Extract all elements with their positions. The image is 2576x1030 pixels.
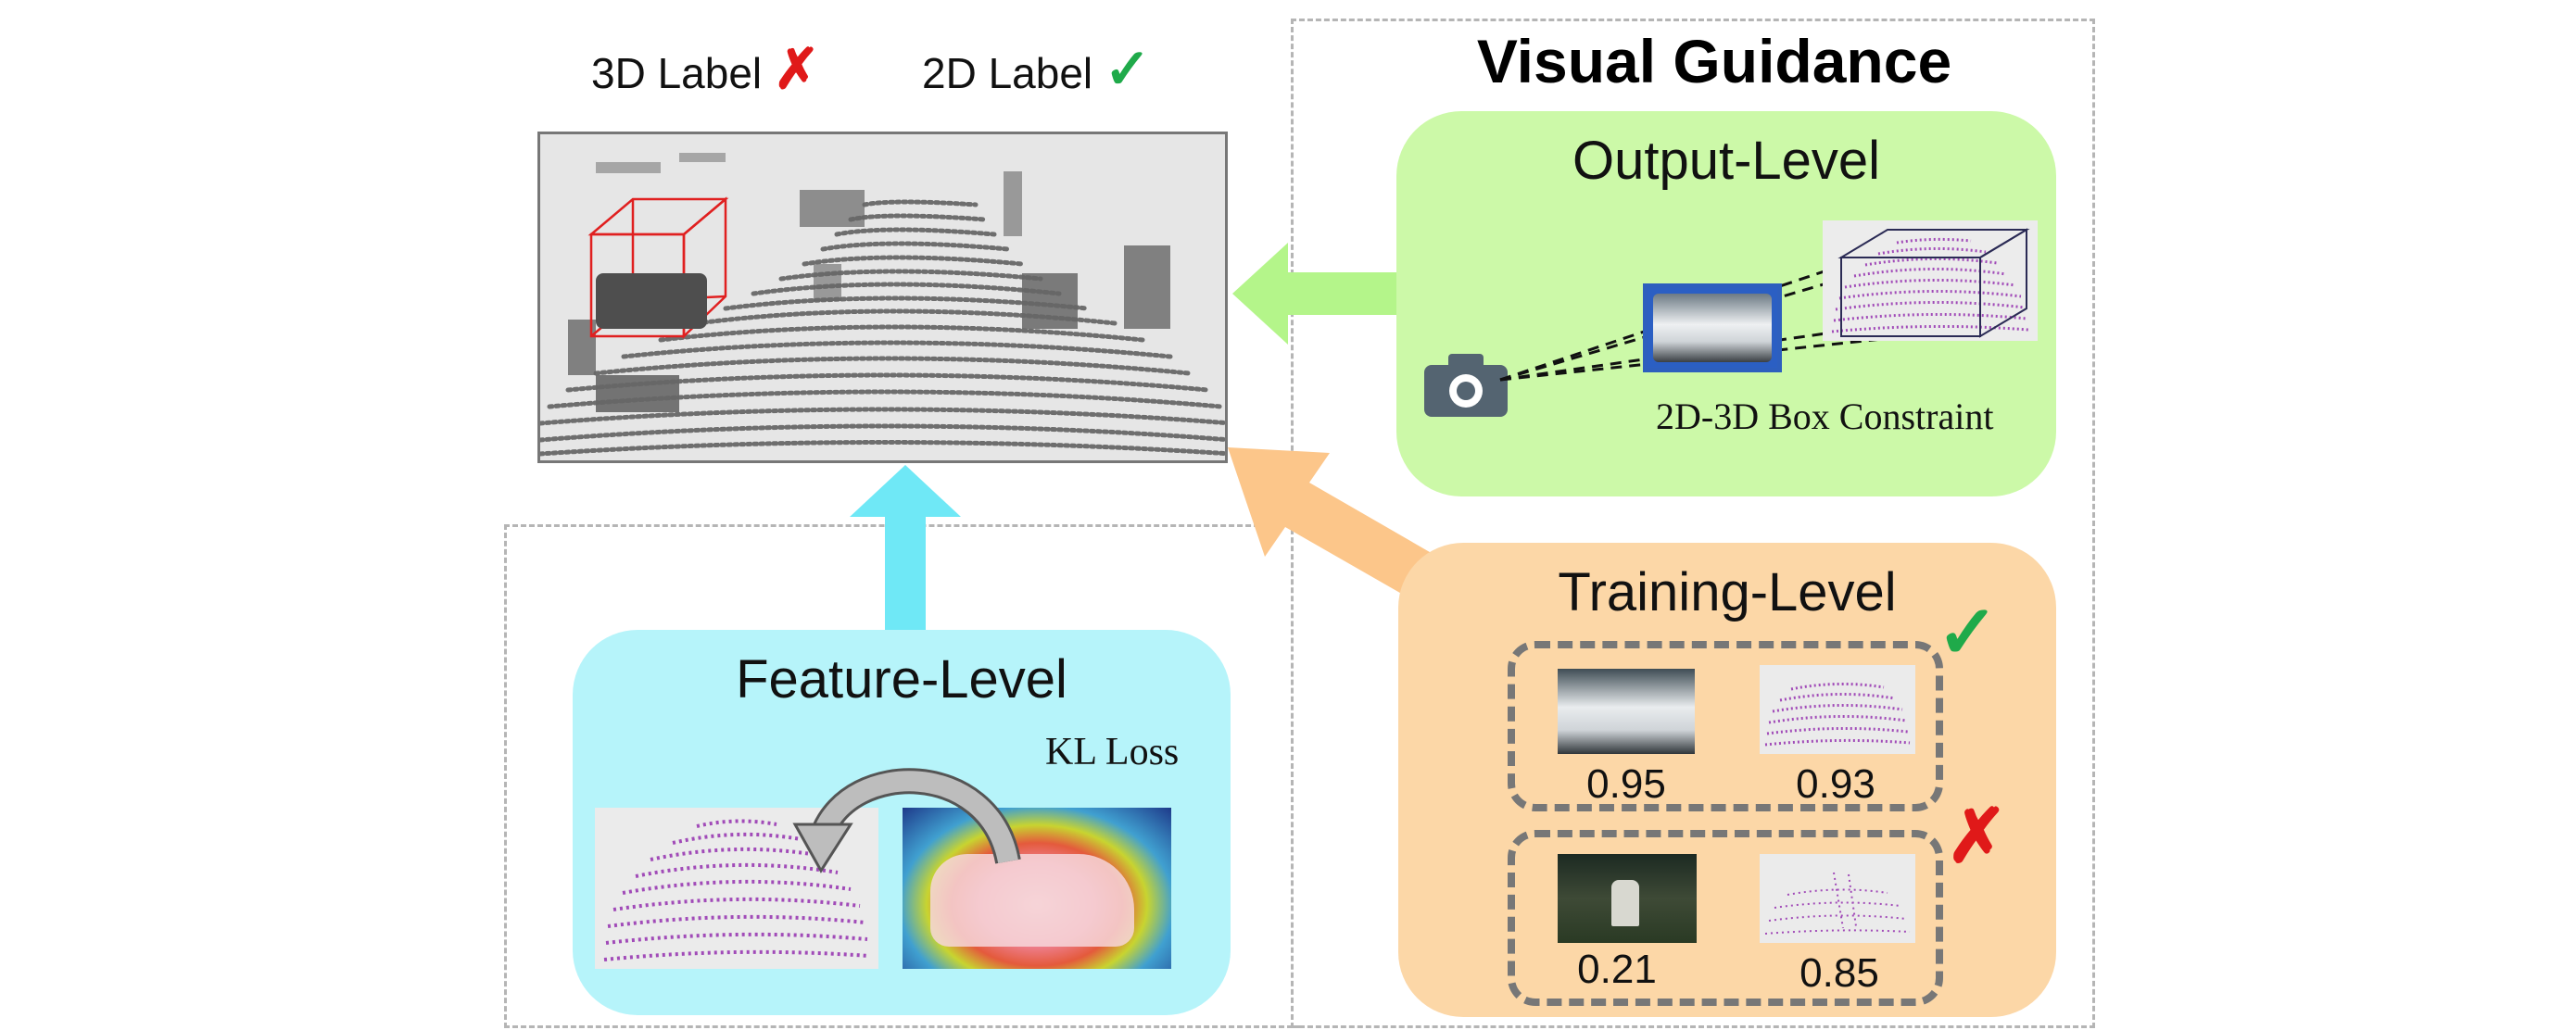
car-image-2d-box <box>1643 283 1782 372</box>
camera-icon <box>1424 354 1508 417</box>
feature-level-panel: Feature-Level KL Loss <box>573 630 1231 1015</box>
negative-sign-image <box>1558 854 1697 943</box>
negative-sample-group <box>1508 830 1943 1006</box>
point-cloud-3d-box <box>1823 220 2038 341</box>
label-2d: 2D Label ✓ <box>922 37 1151 102</box>
cross-icon: ✗ <box>1946 795 2009 877</box>
feature-level-title: Feature-Level <box>736 649 1067 710</box>
feature-heatmap-image <box>903 808 1171 969</box>
label-3d: 3D Label ✗ <box>591 37 820 102</box>
output-level-title: Output-Level <box>1572 131 1881 191</box>
check-icon: ✓ <box>1104 38 1151 100</box>
kl-loss-arrow <box>792 768 1021 873</box>
positive-point-score: 0.93 <box>1796 761 1875 807</box>
output-arrow <box>1232 243 1397 345</box>
training-arrow <box>1228 447 1441 603</box>
feature-arrow <box>850 465 961 641</box>
check-icon: ✓ <box>1937 591 2000 673</box>
positive-sample-group <box>1508 641 1943 811</box>
positive-car-image <box>1558 669 1695 754</box>
point-cloud-scan-lines <box>540 153 1225 457</box>
label-2d-text: 2D Label <box>922 49 1093 97</box>
page-title: Visual Guidance <box>1476 27 1952 95</box>
negative-point-score: 0.85 <box>1799 950 1879 996</box>
training-level-title: Training-Level <box>1558 562 1897 622</box>
kl-loss-label: KL Loss <box>1045 731 1180 773</box>
positive-point-cloud <box>1760 665 1915 754</box>
training-level-panel: Training-Level 0.95 0.93 0.21 0.85 <box>1398 543 2056 1017</box>
point-cloud-scene <box>537 132 1228 463</box>
output-level-panel: Output-Level <box>1396 111 2056 496</box>
cross-icon: ✗ <box>773 38 820 100</box>
label-3d-text: 3D Label <box>591 49 763 97</box>
negative-point-cloud <box>1760 854 1915 943</box>
negative-image-score: 0.21 <box>1577 947 1657 992</box>
output-level-caption: 2D-3D Box Constraint <box>1656 396 1994 437</box>
positive-image-score: 0.95 <box>1586 761 1666 807</box>
